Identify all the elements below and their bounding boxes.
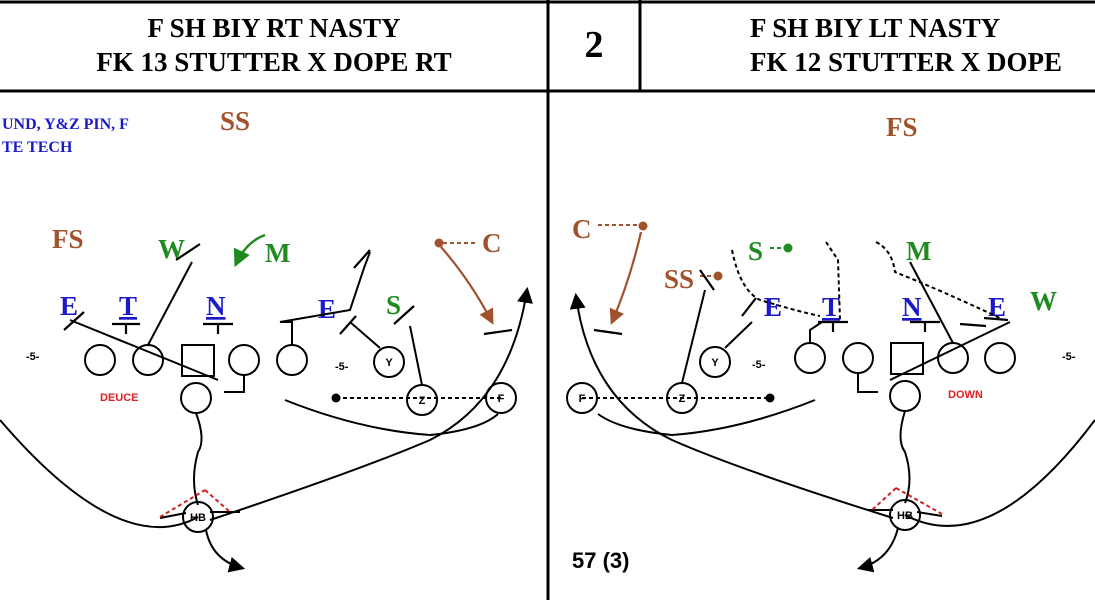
right-yard-marker-left: -5- bbox=[752, 359, 766, 371]
play-number-cell: 2 bbox=[548, 0, 640, 90]
right-offensive-line bbox=[794, 342, 1016, 412]
right-play-title-line2: FK 12 STUTTER X DOPE bbox=[750, 47, 1063, 77]
left-note-line2: TE TECH bbox=[2, 139, 73, 156]
left-red-dash bbox=[159, 489, 231, 518]
left-play-header: F SH BIY RT NASTY FK 13 STUTTER X DOPE R… bbox=[0, 0, 548, 90]
left-front-tag: DEUCE bbox=[100, 392, 139, 404]
left-offense-f-label: F bbox=[498, 393, 505, 405]
left-def-s: S bbox=[386, 290, 401, 320]
right-def-w: W bbox=[1030, 286, 1057, 316]
left-c-route bbox=[440, 246, 494, 325]
right-def-c: C bbox=[572, 214, 592, 244]
left-play-title-line1: F SH BIY RT NASTY bbox=[147, 13, 401, 43]
right-yard-marker-right: -5- bbox=[1062, 351, 1076, 363]
play-number: 2 bbox=[584, 24, 604, 66]
left-def-c: C bbox=[482, 228, 502, 258]
left-offense-y-label: Y bbox=[385, 357, 393, 369]
left-offense-y bbox=[373, 346, 405, 378]
right-c-route bbox=[609, 231, 643, 325]
right-c-dot bbox=[638, 221, 648, 231]
left-offense-z-label: Z bbox=[419, 395, 426, 407]
right-s-dot bbox=[783, 243, 793, 253]
right-red-dash bbox=[871, 487, 943, 515]
left-def-t: T bbox=[119, 291, 137, 321]
right-def-technique-lines bbox=[593, 269, 1009, 336]
left-motion-dot bbox=[331, 393, 341, 403]
left-route-lines bbox=[0, 251, 533, 573]
left-yard-marker-right: -5- bbox=[335, 361, 349, 373]
right-route-lines bbox=[569, 261, 1095, 573]
right-def-fs: FS bbox=[886, 112, 918, 142]
right-motion-dot bbox=[765, 393, 775, 403]
right-def-ss: SS bbox=[664, 264, 694, 294]
right-play-title-line1: F SH BIY LT NASTY bbox=[750, 13, 1001, 43]
right-play-number: 57 (3) bbox=[572, 548, 629, 573]
right-def-n: N bbox=[902, 292, 922, 322]
right-play-diagram: FS C S SS M E T N E W bbox=[566, 112, 1095, 573]
left-def-e-left: E bbox=[60, 291, 78, 321]
right-dashed-reads bbox=[731, 241, 1001, 321]
left-play-diagram: UND, Y&Z PIN, F TE TECH SS FS W M C S E … bbox=[0, 106, 533, 573]
left-yard-marker-left: -5- bbox=[26, 351, 40, 363]
right-offense-y-label: Y bbox=[711, 357, 719, 369]
right-play-header: F SH BIY LT NASTY FK 12 STUTTER X DOPE bbox=[640, 0, 1095, 90]
right-def-m: M bbox=[906, 236, 931, 266]
right-offense-y bbox=[699, 346, 731, 378]
right-def-t: T bbox=[822, 292, 840, 322]
left-def-ss: SS bbox=[220, 106, 250, 136]
right-ss-dot bbox=[713, 271, 723, 281]
left-note-line1: UND, Y&Z PIN, F bbox=[2, 116, 129, 133]
left-offensive-line bbox=[84, 344, 308, 414]
left-def-n: N bbox=[206, 291, 226, 321]
left-def-m: M bbox=[265, 238, 290, 268]
right-front-tag: DOWN bbox=[948, 389, 983, 401]
left-c-dot bbox=[434, 238, 444, 248]
left-def-w: W bbox=[158, 234, 185, 264]
left-m-route bbox=[233, 233, 266, 268]
left-play-title-line2: FK 13 STUTTER X DOPE RT bbox=[96, 47, 452, 77]
right-def-s: S bbox=[748, 236, 763, 266]
right-def-e-left: E bbox=[764, 292, 782, 322]
left-def-e-right: E bbox=[318, 294, 336, 324]
left-def-fs: FS bbox=[52, 224, 84, 254]
